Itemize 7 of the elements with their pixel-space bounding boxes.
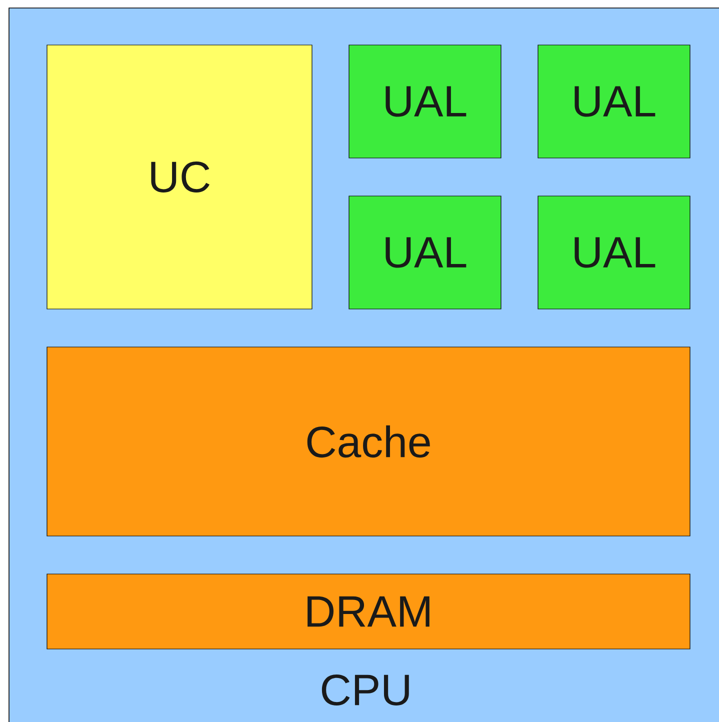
alu-box: UAL [348,196,502,310]
alu-box: UAL [538,44,690,158]
control-unit-box: UC [46,44,312,310]
alu-box: UAL [538,196,690,310]
dram-box: DRAM [46,574,690,650]
cache-box: Cache [46,346,690,536]
alu-box: UAL [348,44,502,158]
